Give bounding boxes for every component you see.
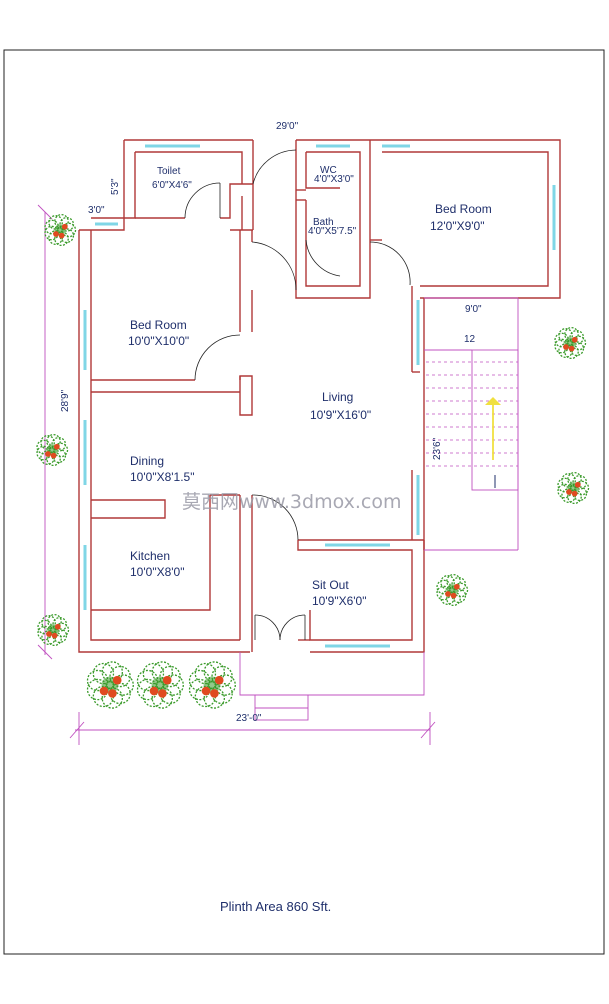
plant-icon	[136, 661, 184, 709]
room-size-living: 10'9"X16'0"	[310, 408, 371, 422]
plant-icon	[37, 613, 70, 647]
room-name-sitout: Sit Out	[312, 578, 349, 592]
watermark: 莫西网www.3dmox.com	[182, 491, 401, 513]
toilet-offset-h-label: 3'0"	[88, 205, 105, 216]
plant-icon	[188, 661, 236, 709]
plinth-area-label: Plinth Area 860 Sft.	[220, 899, 331, 914]
room-size-bedroom-right: 12'0"X9'0"	[430, 219, 484, 233]
overall-width-label: 29'0"	[276, 121, 299, 132]
room-labels: Toilet 6'0"X4'6" WC 4'0"X3'0" Bath 4'0"X…	[128, 165, 492, 608]
front-platform	[239, 652, 425, 721]
plant-icon	[557, 471, 590, 505]
room-name-bath: Bath	[313, 217, 334, 228]
room-name-bedroom-left: Bed Room	[130, 318, 187, 332]
plant-icon	[436, 573, 469, 607]
walls	[78, 139, 561, 653]
door-swings	[184, 149, 411, 641]
stair-width-label: 9'0"	[465, 304, 482, 315]
left-height-label: 28'9"	[60, 389, 71, 412]
sheet-border	[3, 49, 605, 955]
room-name-wc: WC	[320, 165, 337, 176]
front-width-label: 23'-0"	[236, 713, 262, 724]
stair-steps-label: 12	[464, 334, 476, 345]
room-size-dining: 10'0"X8'1.5"	[130, 470, 194, 484]
plant-icon	[554, 326, 587, 360]
room-size-wc: 4'0"X3'0"	[314, 174, 354, 185]
room-size-kitchen: 10'0"X8'0"	[130, 565, 184, 579]
dimension-lines	[37, 204, 436, 745]
room-name-bedroom-right: Bed Room	[435, 202, 492, 216]
room-name-kitchen: Kitchen	[130, 549, 170, 563]
room-name-dining: Dining	[130, 454, 164, 468]
room-name-toilet: Toilet	[157, 166, 181, 177]
room-size-bedroom-left: 10'0"X10'0"	[128, 334, 189, 348]
stair-length-label: 23'6"	[432, 437, 443, 460]
room-size-toilet: 6'0"X4'6"	[152, 180, 192, 191]
stair-arrowhead-icon	[485, 397, 501, 405]
plant-icon	[86, 661, 134, 709]
windows	[83, 144, 556, 648]
toilet-offset-v-label: 5'3"	[110, 178, 121, 195]
staircase: 12	[424, 297, 519, 551]
room-size-bath: 4'0"X5'7.5"	[308, 226, 357, 237]
plant-icon	[36, 433, 69, 467]
room-size-sitout: 10'9"X6'0"	[312, 594, 366, 608]
plants	[36, 213, 590, 709]
room-name-living: Living	[322, 390, 353, 404]
plant-icon	[44, 213, 77, 247]
